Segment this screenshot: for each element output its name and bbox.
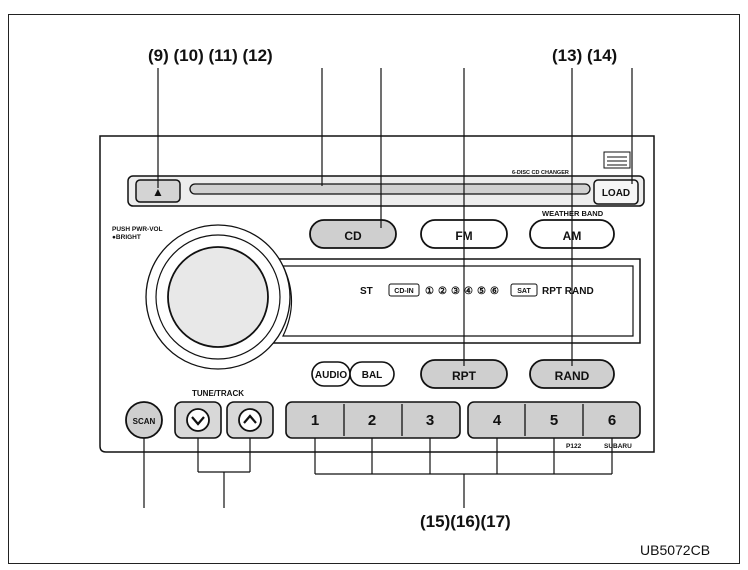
audio-button-label: AUDIO xyxy=(315,370,347,381)
load-button[interactable] xyxy=(593,179,639,205)
preset-group-left xyxy=(285,401,461,439)
display-disc-1: ① xyxy=(425,286,434,297)
display-st: ST xyxy=(360,286,373,297)
display-disc-6: ⑥ xyxy=(490,286,499,297)
leader-lines xyxy=(143,68,633,508)
cd-button[interactable] xyxy=(309,219,397,249)
eject-icon: ▲ xyxy=(152,185,164,199)
volume-knob[interactable] xyxy=(167,246,269,348)
display-disc-4: ④ xyxy=(464,286,473,297)
tune-track-label: TUNE/TRACK xyxy=(192,389,244,398)
cd-slot xyxy=(189,183,591,195)
rand-button-label: RAND xyxy=(555,369,590,383)
figure-frame xyxy=(8,14,740,564)
display-sat-box xyxy=(510,283,538,297)
callout-top-right: (13) (14) xyxy=(552,46,618,65)
knob-label-line1: PUSH PWR-VOL xyxy=(112,226,163,233)
model-code: P122 xyxy=(566,443,582,450)
chevron-up-icon xyxy=(238,408,262,432)
bal-button[interactable] xyxy=(349,361,395,387)
display-cd-in: CD-IN xyxy=(394,288,413,295)
preset-6-label: 6 xyxy=(608,412,616,429)
callout-bottom: (15)(16)(17) xyxy=(420,512,511,531)
disc-logo xyxy=(603,151,631,169)
weather-band-label: WEATHER BAND xyxy=(542,209,604,218)
knob-label-line2: ●BRIGHT xyxy=(112,234,141,241)
display-cd-in-box xyxy=(388,283,420,297)
brand-label: SUBARU xyxy=(604,443,632,450)
rpt-button-label: RPT xyxy=(452,369,477,383)
scan-button-label: SCAN xyxy=(133,417,156,426)
preset-4-label: 4 xyxy=(493,412,502,429)
display-sat: SAT xyxy=(517,288,531,295)
bal-button-label: BAL xyxy=(362,370,383,381)
display-disc-3: ③ xyxy=(451,286,460,297)
changer-label: 6-DISC CD CHANGER xyxy=(512,170,569,176)
preset-2-label: 2 xyxy=(368,412,376,429)
chevron-down-icon xyxy=(186,408,210,432)
load-label: LOAD xyxy=(602,188,630,199)
display-disc-2: ② xyxy=(438,286,447,297)
preset-5-label: 5 xyxy=(550,412,558,429)
callout-top-left: (9) (10) (11) (12) xyxy=(148,46,273,65)
cd-button-label: CD xyxy=(344,229,362,243)
preset-3-label: 3 xyxy=(426,412,434,429)
display-rpt-rand: RPT RAND xyxy=(542,286,594,297)
figure-code: UB5072CB xyxy=(640,542,711,558)
display-inner xyxy=(282,265,634,337)
preset-1-label: 1 xyxy=(311,412,319,429)
display-disc-5: ⑤ xyxy=(477,286,486,297)
